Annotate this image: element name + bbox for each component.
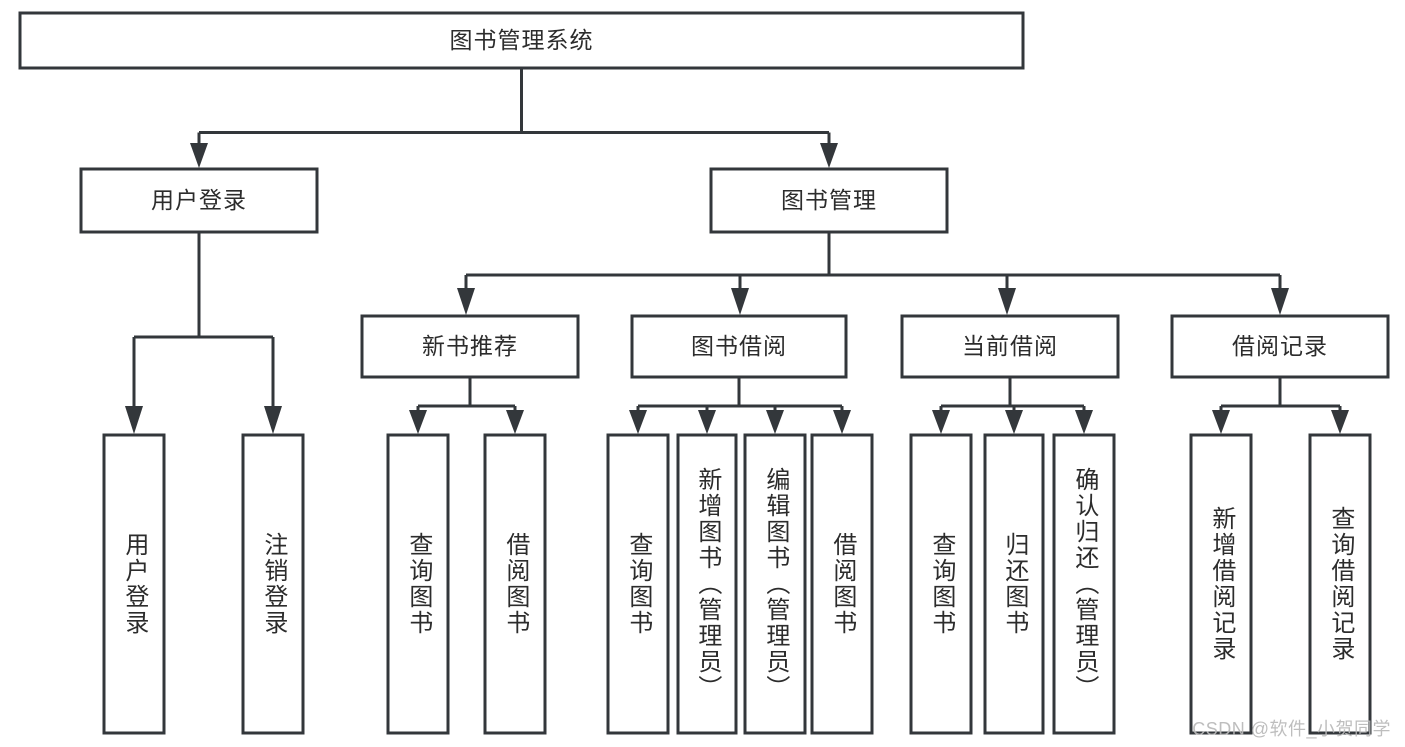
arrow-head-leaf-return-book [1005,410,1023,434]
arrow-head-user-login [190,143,208,168]
arrow-head-leaf-user-login [125,406,143,434]
arrow-head-book-manage [820,143,838,168]
arrow-head-leaf-add-record [1212,410,1230,434]
node-box-current-borrow[interactable] [900,314,1120,379]
arrow-head-leaf-query-book-1 [409,410,427,434]
node-box-leaf-logout[interactable] [241,433,305,735]
arrow-head-book-borrow [731,288,749,315]
arrow-head-leaf-query-book-2 [629,410,647,434]
node-box-leaf-edit-book[interactable] [743,433,807,735]
arrow-head-leaf-edit-book [766,410,784,434]
connector-book-borrow-to-leaves [629,377,851,434]
connector-new-book-to-leaves [409,377,524,434]
arrow-head-borrow-record [1271,288,1289,315]
node-box-leaf-query-book-1[interactable] [386,433,450,735]
csdn-watermark: CSDN @软件_小贺同学 [1192,719,1391,739]
arrow-head-new-book-recommend [457,288,475,315]
node-box-leaf-query-record[interactable] [1308,433,1372,735]
node-box-root[interactable] [18,11,1025,70]
node-box-leaf-borrow-book-1[interactable] [483,433,547,735]
arrow-head-leaf-logout [264,406,282,434]
node-box-leaf-user-login[interactable] [102,433,166,735]
node-box-leaf-add-book[interactable] [676,433,738,735]
arrow-head-leaf-add-book [698,410,716,434]
connector-root-to-level2 [190,68,838,168]
node-box-borrow-record[interactable] [1170,314,1390,379]
node-box-leaf-confirm-return[interactable] [1052,433,1116,735]
arrow-head-leaf-borrow-book-1 [506,410,524,434]
node-box-leaf-query-book-2[interactable] [606,433,670,735]
node-box-user-login[interactable] [79,167,319,234]
node-box-new-book-recommend[interactable] [360,314,580,379]
node-box-leaf-add-record[interactable] [1189,433,1253,735]
connector-current-borrow-to-leaves [932,377,1093,434]
arrow-head-leaf-query-record [1331,410,1349,434]
connector-borrow-record-to-leaves [1212,377,1349,434]
connector-book-manage-to-level3 [457,232,1289,315]
node-box-book-manage[interactable] [709,167,949,234]
connector-user-login-to-leaves [125,232,282,434]
node-box-leaf-borrow-book-2[interactable] [810,433,874,735]
node-box-leaf-return-book[interactable] [983,433,1045,735]
node-box-book-borrow[interactable] [630,314,848,379]
arrow-head-leaf-confirm-return [1075,410,1093,434]
arrow-head-leaf-borrow-book-2 [833,410,851,434]
arrow-head-leaf-query-book-3 [932,410,950,434]
arrow-head-current-borrow [998,288,1016,315]
node-box-leaf-query-book-3[interactable] [909,433,973,735]
